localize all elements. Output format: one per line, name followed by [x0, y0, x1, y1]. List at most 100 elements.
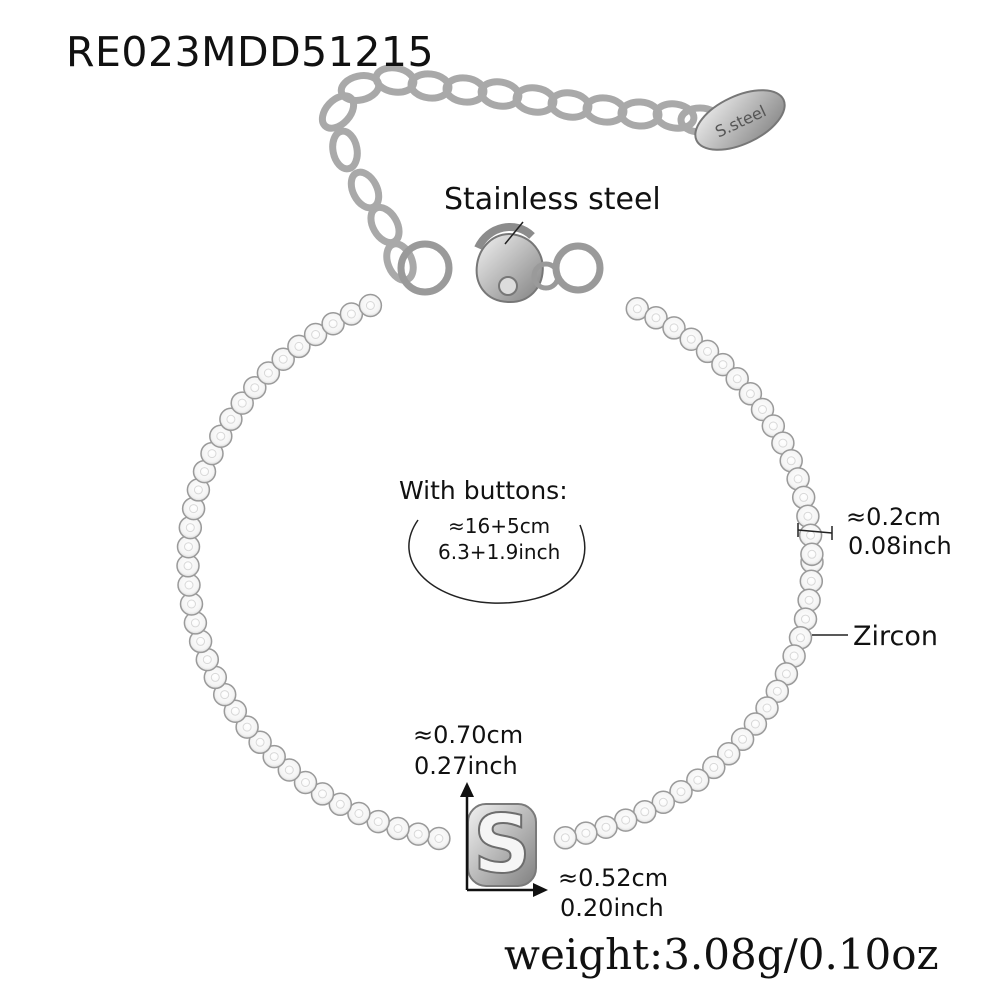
zircon-facet — [183, 561, 193, 571]
zircon-stone — [644, 306, 668, 330]
zircon-facet — [284, 765, 294, 775]
zircon-facet — [237, 398, 247, 408]
zircon-facet — [207, 449, 217, 459]
zircon-stone — [287, 334, 311, 359]
zircon-facet — [190, 618, 200, 628]
zircon-facet — [184, 542, 193, 552]
zircon-facet — [216, 431, 226, 441]
zircon-stone — [730, 727, 755, 752]
zircon-stone — [427, 826, 451, 851]
zircon-stone — [328, 792, 353, 817]
zircon-facet — [796, 633, 805, 643]
zircon-facet — [658, 797, 668, 807]
zircon-facet — [230, 706, 240, 716]
pendant-width-inch: 0.20inch — [560, 894, 664, 922]
chain-width-cm: ≈0.2cm — [846, 503, 941, 531]
zircon-facet — [789, 651, 799, 661]
zircon-facet — [200, 467, 209, 477]
zircon-facet — [807, 549, 817, 559]
zircon-stone — [750, 397, 775, 422]
zircon-stone — [662, 316, 686, 340]
zircon-facet — [786, 456, 796, 466]
material-label: Stainless steel — [444, 182, 661, 217]
width-marker — [797, 523, 833, 540]
zircon-facet — [311, 330, 321, 339]
zircon-facet — [804, 595, 814, 605]
length-oval — [408, 519, 586, 604]
zircon-stone — [248, 730, 272, 755]
zircon-facet — [709, 762, 719, 772]
zircon-facet — [354, 809, 364, 818]
lobster-clasp — [397, 223, 604, 304]
zircon-stone — [797, 588, 821, 612]
zircon-stone — [243, 375, 267, 400]
zircon-facet — [393, 824, 403, 833]
zircon-facet — [745, 389, 755, 399]
zircon-stone — [669, 779, 693, 804]
zircon-stone — [256, 361, 281, 385]
zircon-stone — [679, 327, 703, 351]
zircon-facet — [184, 580, 194, 590]
zircon-facet — [250, 383, 260, 393]
zircon-stone — [651, 790, 676, 815]
length-heading: With buttons: — [399, 476, 568, 505]
zircon-stone — [303, 322, 328, 347]
zircon-facet — [724, 749, 734, 759]
material-leader-line — [504, 221, 524, 245]
zircon-facet — [210, 672, 220, 682]
length-cm: ≈16+5cm — [448, 514, 551, 538]
pendant-dimension-arrows — [460, 782, 548, 897]
zircon-facet — [226, 414, 236, 424]
pendant-letter: S — [473, 798, 531, 891]
zircon-facet — [718, 360, 728, 370]
zircon-stone — [235, 715, 259, 739]
zircon-stone — [219, 407, 243, 432]
extension-chain — [318, 64, 723, 284]
zircon-facet — [768, 421, 778, 431]
zircon-facet — [328, 319, 338, 329]
zircon-stone — [386, 816, 410, 841]
chain-width-inch: 0.08inch — [848, 532, 952, 560]
zircon-facet — [601, 822, 611, 832]
zircon-facet — [185, 523, 195, 533]
zircon-facet — [806, 576, 816, 586]
chain-link — [329, 127, 361, 173]
zircon-facet — [373, 817, 383, 827]
zircon-facet — [772, 686, 782, 696]
zircon-stone — [321, 311, 345, 336]
zircon-facet — [669, 323, 679, 333]
zircon-facet — [434, 834, 444, 843]
zircon-stone — [574, 821, 598, 845]
stone-label: Zircon — [853, 621, 938, 652]
zircon-stone — [725, 367, 749, 391]
product-code: RE023MDD51215 — [66, 28, 435, 76]
zircon-facet — [413, 829, 423, 839]
zircon-facet — [263, 368, 273, 378]
zircon-stone — [262, 744, 286, 769]
chain-link — [318, 92, 358, 132]
zircon-facet — [294, 341, 304, 351]
zircon-facet — [781, 669, 791, 679]
zircon-facet — [632, 304, 642, 314]
pendant-height-inch: 0.27inch — [414, 752, 518, 780]
zircon-stone — [183, 611, 208, 635]
zircon-stone — [686, 768, 710, 792]
zircon-stone — [743, 712, 768, 736]
zircon-facet — [732, 374, 742, 384]
zircon-facet — [738, 734, 748, 744]
zircon-stone — [695, 339, 720, 364]
zircon-facet — [651, 313, 661, 323]
zircon-stone — [347, 801, 371, 826]
zircon-facet — [640, 807, 650, 817]
zircon-stone — [178, 515, 203, 540]
zircon-facet — [676, 787, 686, 797]
zircon-facet — [778, 438, 788, 448]
zircon-stone — [293, 770, 318, 795]
zircon-facet — [801, 614, 810, 624]
zircon-stone — [702, 755, 726, 780]
zircon-facet — [278, 354, 288, 364]
zircon-stone — [716, 742, 741, 766]
zircon-facet — [758, 405, 767, 414]
weight-label: weight:3.08g/0.10oz — [504, 930, 939, 979]
